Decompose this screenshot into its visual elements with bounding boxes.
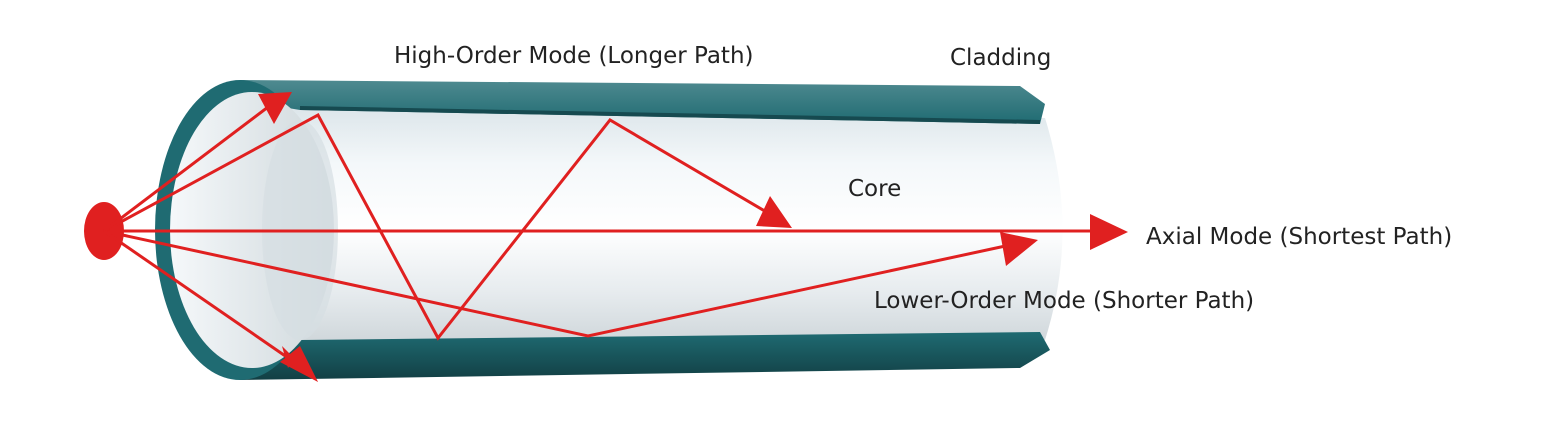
axial-mode-label: Axial Mode (Shortest Path) <box>1146 224 1452 250</box>
lower-order-mode-label: Lower-Order Mode (Shorter Path) <box>874 288 1254 314</box>
lower-order-mode-ray <box>103 229 1011 338</box>
cladding-top <box>240 80 1045 124</box>
ray-to-cladding-top-arrowhead <box>258 92 292 124</box>
lower-order-mode-arrowhead <box>1000 232 1038 266</box>
ray-to-cladding-top <box>103 102 273 233</box>
fiber-core <box>240 100 1063 358</box>
ray-to-cladding-bottom-arrowhead-tip <box>280 346 318 382</box>
cladding-label: Cladding <box>950 45 1051 71</box>
axial-mode-arrowhead <box>1090 214 1128 250</box>
high-order-mode-arrowhead <box>756 196 792 228</box>
core-label: Core <box>848 176 901 202</box>
cladding-bottom <box>240 332 1050 380</box>
high-order-mode-label: High-Order Mode (Longer Path) <box>394 43 754 69</box>
cladding-top-edge <box>300 106 1040 124</box>
high-order-mode-ray <box>103 112 781 341</box>
ray-to-cladding-bottom <box>103 229 295 364</box>
